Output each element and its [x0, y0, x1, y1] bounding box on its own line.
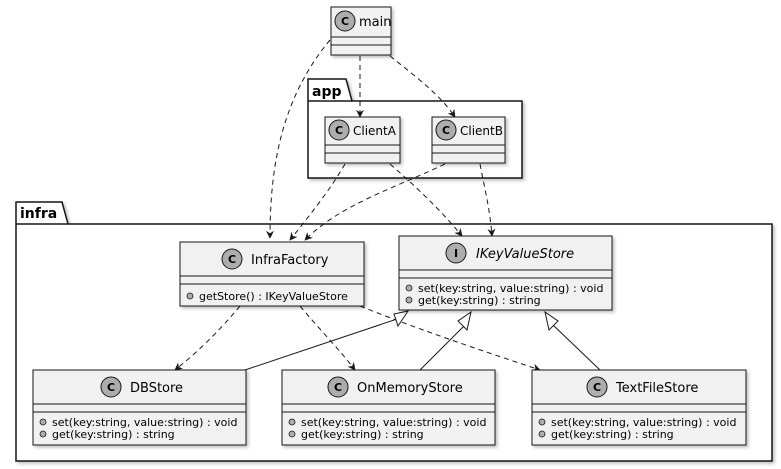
class-clientb-marker-icon: [435, 119, 457, 141]
dep-main-clientb: [389, 55, 456, 118]
class-main[interactable]: [330, 6, 392, 56]
relations: [174, 39, 601, 372]
class-main-marker: C: [341, 15, 349, 28]
class-infrafactory-name: InfraFactory: [251, 253, 329, 268]
infrafactory-method-0: getStore() : IKeyValueStore: [199, 290, 348, 303]
class-main-marker-icon: [334, 10, 356, 32]
triangle-onmemorystore: [457, 310, 472, 331]
class-dbstore-marker-icon: [100, 376, 122, 398]
triangle-dbstore: [393, 310, 410, 328]
class-dbstore-name: DBStore: [130, 381, 183, 396]
package-app-title: app: [312, 84, 342, 100]
class-main-name: main: [359, 15, 391, 30]
onmemorystore-method-0: set(key:string, value:string) : void: [301, 416, 486, 429]
interface-ikeyvaluestore-marker: I: [454, 247, 458, 260]
class-clienta-marker: C: [335, 124, 343, 137]
dep-clientb-infrafactory: [304, 163, 446, 241]
class-textfilestore-name: TextFileStore: [615, 381, 698, 396]
class-dbstore[interactable]: [32, 369, 247, 446]
method-visibility-icon: [538, 418, 546, 426]
class-textfilestore-marker: C: [593, 381, 601, 394]
interface-ikeyvaluestore-marker-icon: [445, 242, 467, 264]
textfilestore-method-0: set(key:string, value:string) : void: [551, 416, 736, 429]
class-onmemorystore-marker-icon: [327, 376, 349, 398]
package-infra-title: infra: [20, 206, 57, 222]
class-onmemorystore-marker: C: [334, 381, 342, 394]
textfilestore-method-1: get(key:string) : string: [551, 428, 674, 441]
method-visibility-icon: [288, 430, 296, 438]
realize-onmemorystore: [419, 324, 466, 371]
method-visibility-icon: [405, 284, 413, 292]
onmemorystore-method-1: get(key:string) : string: [301, 428, 424, 441]
dep-infrafactory-textfilestore: [359, 305, 541, 372]
dep-clienta-ikeyvaluestore: [389, 163, 463, 237]
realize-dbstore: [244, 317, 401, 371]
dep-infrafactory-dbstore: [174, 305, 241, 371]
class-infrafactory[interactable]: [179, 241, 365, 307]
class-infrafactory-marker-icon: [221, 248, 243, 270]
method-visibility-icon: [39, 418, 47, 426]
class-infrafactory-marker: C: [228, 253, 236, 266]
realize-textfilestore: [552, 324, 601, 371]
interface-ikeyvaluestore-name: IKeyValueStore: [476, 247, 574, 262]
class-clienta-marker-icon: [328, 119, 350, 141]
class-onmemorystore[interactable]: [281, 369, 496, 446]
class-clientb-name: ClientB: [460, 124, 503, 138]
ikeyvaluestore-method-1: get(key:string) : string: [418, 294, 541, 307]
class-clientb-marker: C: [442, 124, 450, 137]
dep-clientb-ikeyvaluestore: [479, 163, 496, 237]
class-onmemorystore-name: OnMemoryStore: [357, 381, 463, 396]
method-visibility-icon: [39, 430, 47, 438]
dbstore-method-1: get(key:string) : string: [52, 428, 175, 441]
interface-ikeyvaluestore[interactable]: [398, 235, 613, 311]
dep-infrafactory-onmemorystore: [299, 305, 356, 371]
class-dbstore-marker: C: [107, 381, 115, 394]
class-clienta-name: ClientA: [353, 124, 397, 138]
realization-triangles: [393, 310, 559, 331]
dep-clienta-infrafactory: [289, 163, 346, 241]
method-visibility-icon: [186, 292, 194, 300]
ikeyvaluestore-method-0: set(key:string, value:string) : void: [418, 282, 603, 295]
triangle-textfilestore: [544, 310, 559, 331]
dep-main-infrafactory: [266, 39, 331, 239]
method-visibility-icon: [288, 418, 296, 426]
dbstore-method-0: set(key:string, value:string) : void: [52, 416, 237, 429]
method-visibility-icon: [405, 296, 413, 304]
class-textfilestore-marker-icon: [586, 376, 608, 398]
class-textfilestore[interactable]: [531, 369, 747, 446]
method-visibility-icon: [538, 430, 546, 438]
